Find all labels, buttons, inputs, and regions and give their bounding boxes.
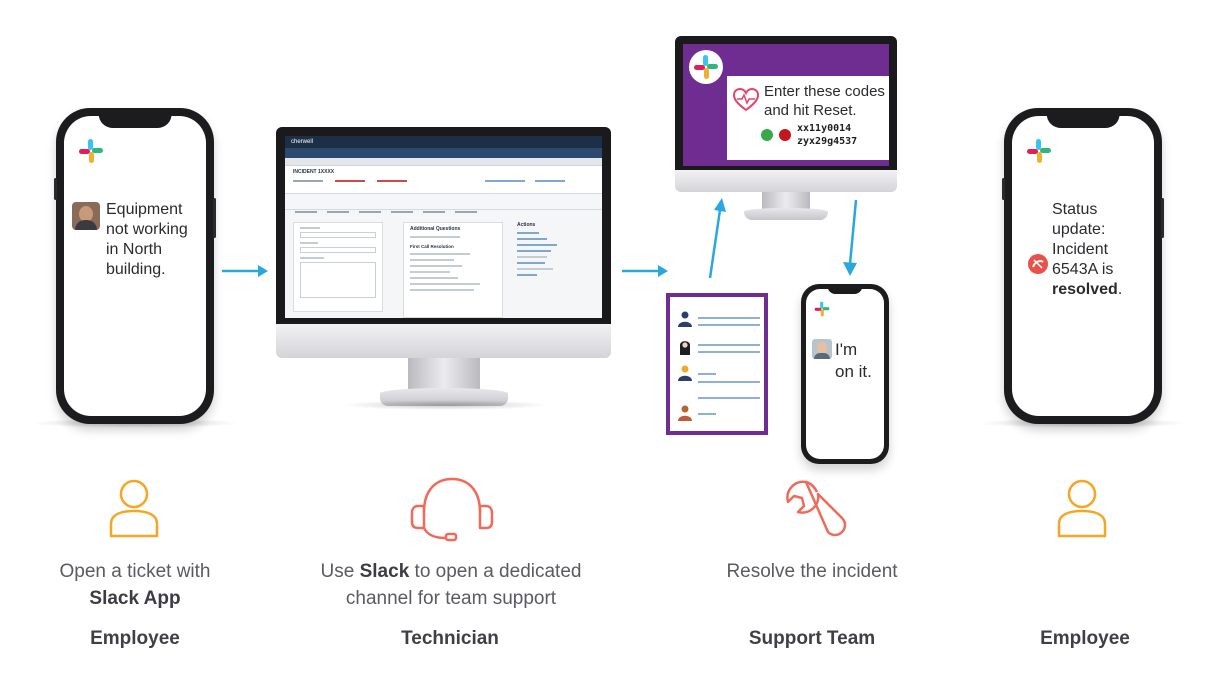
support-avatar	[812, 339, 832, 359]
slack-logo-badge	[689, 50, 723, 84]
cherwell-tabs	[285, 200, 602, 213]
slack-logo-icon	[1027, 139, 1051, 163]
team-member-icon	[678, 405, 692, 421]
green-status-dot	[761, 129, 773, 141]
headset-icon	[410, 477, 494, 542]
employee-phone: Equipment not working in North building.	[54, 108, 216, 424]
questions-title: Additional Questions	[410, 226, 461, 232]
slack-logo-icon	[79, 139, 103, 163]
reset-code-1: xx11y0014	[797, 123, 852, 134]
monitor-base	[380, 388, 508, 406]
step-1-caption: Open a ticket with Slack App	[59, 561, 211, 609]
step-1-role: Employee	[90, 628, 180, 649]
actions-title: Actions	[517, 222, 536, 228]
employee-message: Equipment not working in North building.	[106, 201, 188, 278]
cherwell-logo-icon	[1028, 254, 1048, 274]
support-team-roster	[666, 293, 768, 435]
fcr-title: First Call Resolution	[410, 244, 454, 249]
slack-logo-icon	[694, 55, 718, 79]
status-message: Status update: Incident 6543A is resolve…	[1052, 201, 1123, 298]
monitor-base	[744, 208, 828, 220]
flow-arrow-right-icon	[222, 265, 268, 277]
phone-power-button	[1161, 198, 1164, 238]
person-icon	[1057, 479, 1107, 538]
cherwell-topbar: cherwell	[285, 136, 602, 148]
heart-pulse-icon	[733, 88, 759, 112]
step-2-caption: Use Slack to open a dedicated channel fo…	[320, 561, 582, 609]
flow-arrow-up-icon	[708, 198, 726, 279]
support-monitor-screen: Enter these codes and hit Reset. xx11y00…	[683, 44, 889, 166]
phone-notch	[827, 284, 863, 294]
support-phone: I'm on it.	[801, 284, 889, 464]
phone-screen: Status update: Incident 6543A is resolve…	[1012, 116, 1154, 416]
phone-notch	[1046, 108, 1120, 128]
team-member-icon	[678, 311, 692, 327]
team-member-icon	[678, 365, 692, 381]
monitor-chin	[276, 324, 611, 358]
monitor-neck	[408, 358, 480, 392]
monitor-neck	[762, 192, 810, 212]
step-2-role: Technician	[401, 628, 499, 649]
step-4-role: Employee	[1040, 628, 1130, 649]
wrench-icon	[786, 480, 847, 537]
cherwell-questions-panel: Additional Questions First Call Resoluti…	[403, 222, 503, 318]
cherwell-nav	[285, 148, 602, 158]
phone-notch	[98, 108, 172, 128]
resolved-label: resolved	[1052, 281, 1118, 298]
phone-volume-button	[1002, 178, 1005, 200]
incident-title: INCIDENT 1XXXX	[293, 169, 335, 175]
red-status-dot	[779, 129, 791, 141]
monitor-chin	[675, 170, 897, 192]
cherwell-screen: cherwell INCIDENT 1XXXX Additional Quest…	[285, 136, 602, 318]
employee-phone-resolved: Status update: Incident 6543A is resolve…	[1002, 108, 1164, 424]
phone-volume-button	[54, 178, 57, 200]
step-3-role: Support Team	[748, 628, 876, 649]
reset-codes: xx11y0014 zyx29g4537	[797, 122, 857, 148]
phone-power-button	[213, 198, 216, 238]
cherwell-form-panel	[293, 222, 383, 312]
team-member-icon	[680, 341, 690, 355]
reset-code-2: zyx29g4537	[797, 136, 858, 147]
cherwell-actions-panel: Actions	[517, 222, 587, 302]
cherwell-record-header: INCIDENT 1XXXX	[285, 166, 602, 194]
employee-avatar	[72, 202, 100, 230]
flow-arrow-right-icon	[622, 265, 668, 277]
reset-instructions: Enter these codes and hit Reset.	[764, 83, 885, 119]
monitor-shadow	[340, 400, 550, 410]
flow-arrow-down-icon	[843, 199, 858, 276]
person-icon	[109, 479, 159, 538]
phone-screen: I'm on it.	[806, 289, 884, 459]
slack-logo-icon	[814, 301, 830, 317]
reset-codes-card: Enter these codes and hit Reset. xx11y00…	[727, 76, 889, 160]
step-3-caption: Resolve the incident	[726, 561, 898, 582]
phone-screen: Equipment not working in North building.	[64, 116, 206, 416]
cherwell-logo: cherwell	[291, 139, 314, 145]
cherwell-toolbar	[285, 158, 602, 166]
support-message: I'm on it.	[835, 340, 872, 381]
